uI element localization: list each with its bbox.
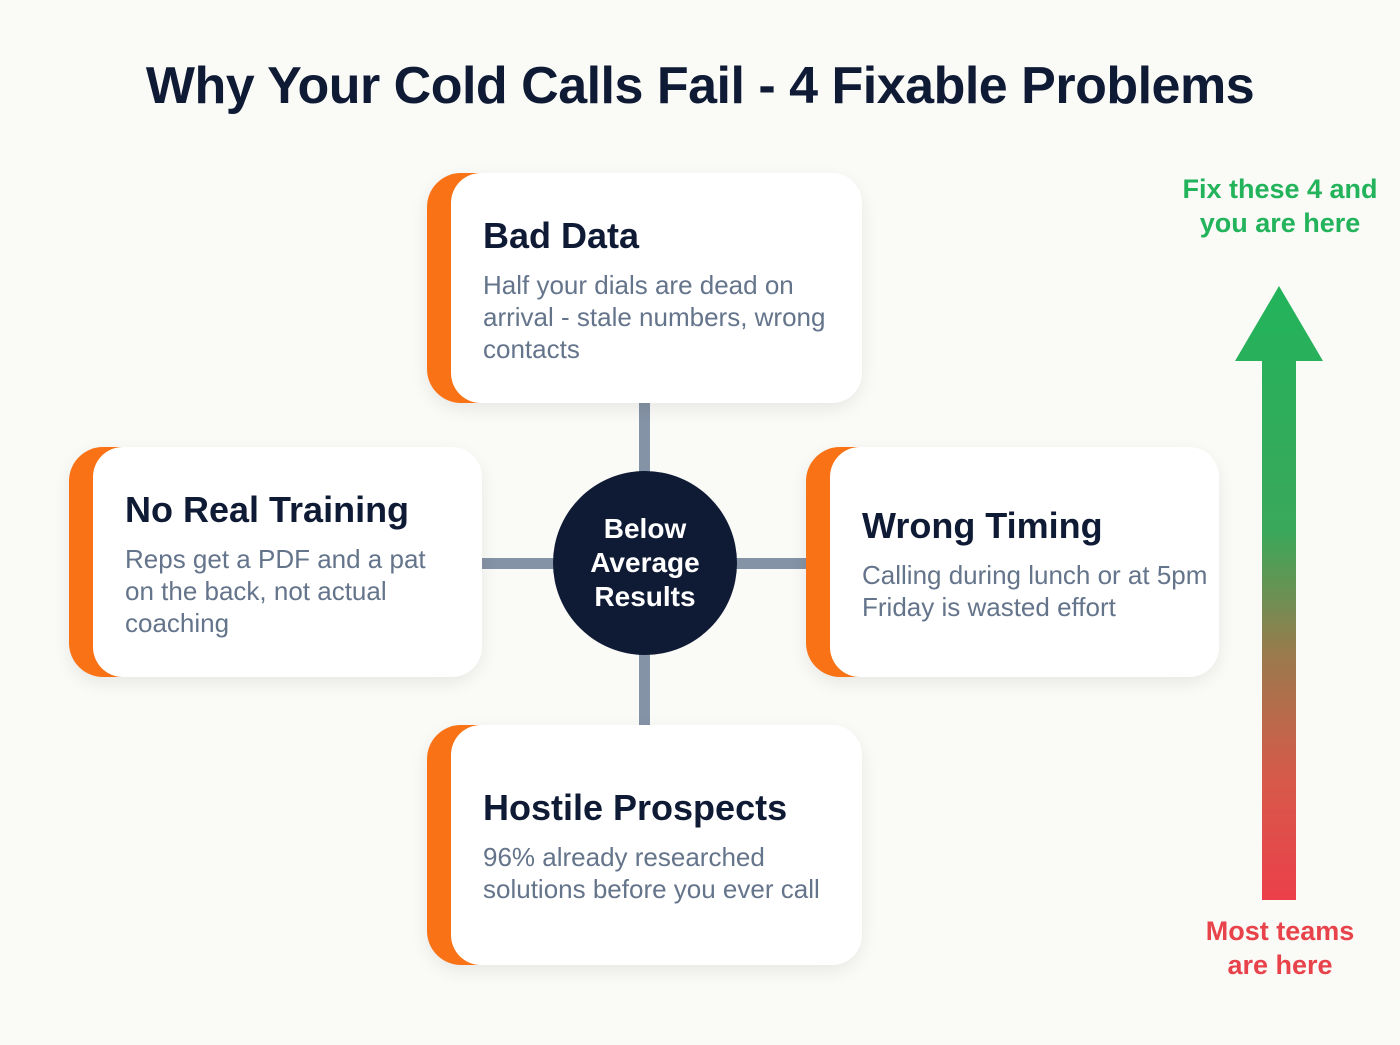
connector-right bbox=[733, 558, 811, 569]
gradient-up-arrow-icon bbox=[1235, 286, 1323, 900]
problem-description: Calling during lunch or at 5pm Friday is… bbox=[862, 560, 1208, 622]
problem-title: No Real Training bbox=[125, 489, 410, 530]
hub-label: Below Average Results bbox=[590, 513, 700, 612]
problem-description: 96% already researched solutions before … bbox=[483, 842, 820, 904]
problem-card-wrong-timing: Wrong Timing Calling during lunch or at … bbox=[806, 447, 1219, 677]
problem-title: Hostile Prospects bbox=[483, 787, 788, 828]
problem-card-bad-data: Bad Data Half your dials are dead on arr… bbox=[427, 173, 862, 403]
connector-bottom bbox=[639, 652, 650, 728]
problem-description: Half your dials are dead on arrival - st… bbox=[483, 270, 826, 364]
arrow-top-label: Fix these 4 and you are here bbox=[1182, 174, 1378, 238]
problem-title: Bad Data bbox=[483, 215, 640, 256]
problem-card-hostile-prospects: Hostile Prospects 96% already researched… bbox=[427, 725, 862, 965]
problem-description: Reps get a PDF and a pat on the back, no… bbox=[125, 544, 426, 638]
page-title: Why Your Cold Calls Fail - 4 Fixable Pro… bbox=[145, 57, 1255, 115]
connector-left bbox=[480, 558, 558, 569]
problem-title: Wrong Timing bbox=[862, 505, 1103, 546]
connector-top bbox=[639, 400, 650, 475]
arrow-bottom-label: Most teams are here bbox=[1205, 916, 1355, 980]
central-hub: Below Average Results bbox=[553, 471, 737, 655]
problem-card-no-real-training: No Real Training Reps get a PDF and a pa… bbox=[69, 447, 482, 677]
